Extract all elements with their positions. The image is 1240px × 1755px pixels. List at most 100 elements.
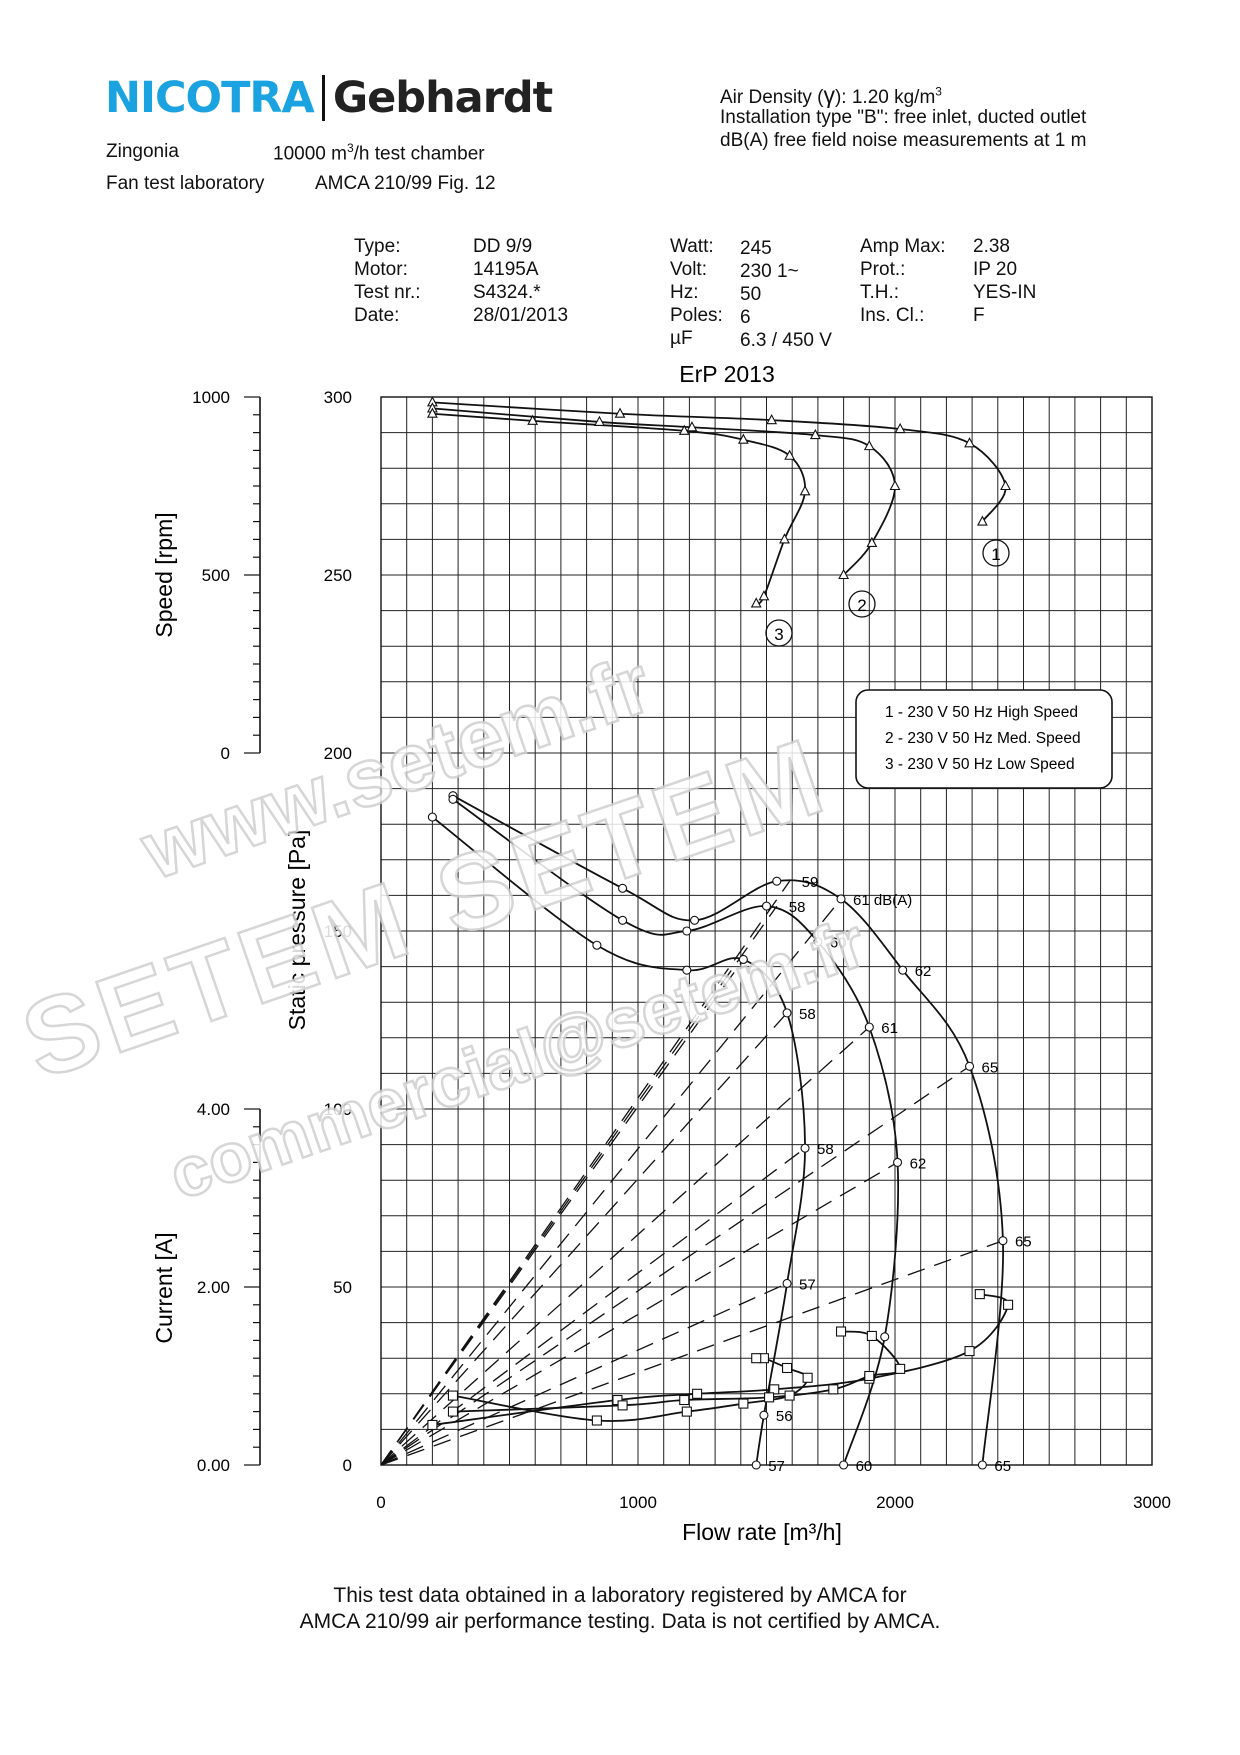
circle-marker [880,1332,890,1342]
circle-marker [998,1236,1008,1246]
triangle-marker [779,533,790,544]
current-tick-label: 2.00 [197,1278,230,1297]
x-tick-label: 1000 [619,1493,657,1512]
chart-grid [380,396,1153,1466]
spec-col-2: DD 9/9 14195A S4324.* 28/01/2013 [473,235,568,327]
square-marker [802,1372,813,1383]
circle-marker [448,794,458,804]
spec-value: F [973,305,985,326]
square-marker [692,1388,703,1399]
x-axis-label: Flow rate [m³/h] [682,1519,842,1545]
logo-nicotra: NICOTRA [105,73,315,123]
square-marker [591,1415,602,1426]
square-marker [751,1353,762,1364]
pressure-tick-label: 100 [324,1100,352,1119]
system-lines [380,880,1004,1466]
noise-label: 57 [768,1458,785,1475]
y-axis-label-current: Current [A] [151,1232,177,1343]
square-marker [866,1330,877,1341]
x-tick-label: 0 [376,1493,385,1512]
triangle-marker [838,568,850,580]
speed-tick-label: 1000 [192,388,230,407]
speed-curve [432,412,806,605]
noise-label: 65 [1015,1234,1032,1251]
spec-label: Volt: [670,259,707,280]
speed-tick-label: 500 [202,566,230,585]
spec-label: Hz: [670,282,699,303]
y-axis-label-speed: Speed [rpm] [151,512,177,637]
air-density-symbol: γ [823,82,835,108]
square-marker [738,1398,749,1409]
footer-note: This test data obtained in a laboratory … [0,1583,1240,1635]
chamber-sup: 3 [346,141,354,155]
current-tick-label: 0.00 [197,1456,230,1475]
square-marker [612,1394,623,1406]
spec-value: 6.3 / 450 V [740,330,832,351]
square-marker [427,1419,438,1430]
triangle-marker [594,415,605,426]
circle-marker [592,940,602,950]
circle-marker [813,937,823,947]
triangle-marker [686,421,698,432]
noise-label: 58 [789,899,806,916]
triangle-marker [527,414,539,425]
spec-label: Type: [354,236,401,257]
curve-label-3: 3 [774,625,783,644]
spec-col-6: 2.38 IP 20 YES-IN F [973,235,1036,327]
noise-label: 65 [982,1059,999,1076]
triangle-marker [863,439,875,451]
spec-col-5: Amp Max: Prot.: T.H.: Ins. Cl.: [860,235,946,327]
pressure-tick-label: 150 [324,922,352,941]
system-line [380,880,791,1466]
logo-separator [321,75,325,121]
noise-label: 56 [776,1408,793,1425]
air-density-sup: 3 [935,84,942,99]
spec-value: 14195A [473,259,539,280]
triangle-marker [678,424,690,435]
system-line [380,1026,870,1466]
square-marker [447,1390,459,1401]
circle-marker [751,1460,761,1470]
square-marker [769,1384,780,1395]
triangle-marker [889,479,901,491]
curve-label-2: 2 [857,596,866,615]
spec-col-1: Type: Motor: Test nr.: Date: [354,235,421,327]
triangle-marker [964,437,975,448]
noise-label: 61 dB(A) [853,892,912,909]
triangle-marker [1000,479,1011,491]
noise-label: 62 [915,963,932,980]
noise-label: 62 [910,1155,927,1172]
current-curve [452,1356,809,1422]
x-tick-label: 3000 [1133,1493,1171,1512]
plot-frame [380,396,1153,1466]
spec-value: S4324.* [473,282,541,303]
square-marker [974,1289,985,1300]
triangle-marker [894,422,906,434]
speed-curve [432,401,1007,523]
spec-value: 50 [740,284,762,305]
footer-line-2: AMCA 210/99 air performance testing. Dat… [299,1610,941,1633]
legend-box [855,689,1113,789]
air-density-post: ): 1.20 kg/m [834,87,936,108]
square-marker [784,1390,795,1401]
square-marker [964,1346,975,1357]
system-line [380,1161,898,1466]
circle-marker [682,965,692,975]
chamber-post: /h test chamber [353,143,485,165]
noise-label: 61 [881,1020,898,1037]
test-standard: AMCA 210/99 Fig. 12 [315,173,496,194]
legend-entry-3: 3 - 230 V 50 Hz Low Speed [885,756,1075,773]
square-marker [895,1363,906,1374]
spec-value: 2.38 [973,236,1010,257]
spec-value: IP 20 [973,259,1018,280]
triangle-marker [758,590,770,601]
circle-marker [761,901,772,911]
system-line [380,1282,788,1466]
x-tick-label: 2000 [876,1493,914,1512]
triangle-marker [614,407,626,418]
air-density: Air Density (γ): 1.20 kg/m3 [720,82,942,109]
noise-label: 65 [994,1458,1011,1475]
circle-marker [618,883,628,893]
triangle-marker [784,449,796,460]
